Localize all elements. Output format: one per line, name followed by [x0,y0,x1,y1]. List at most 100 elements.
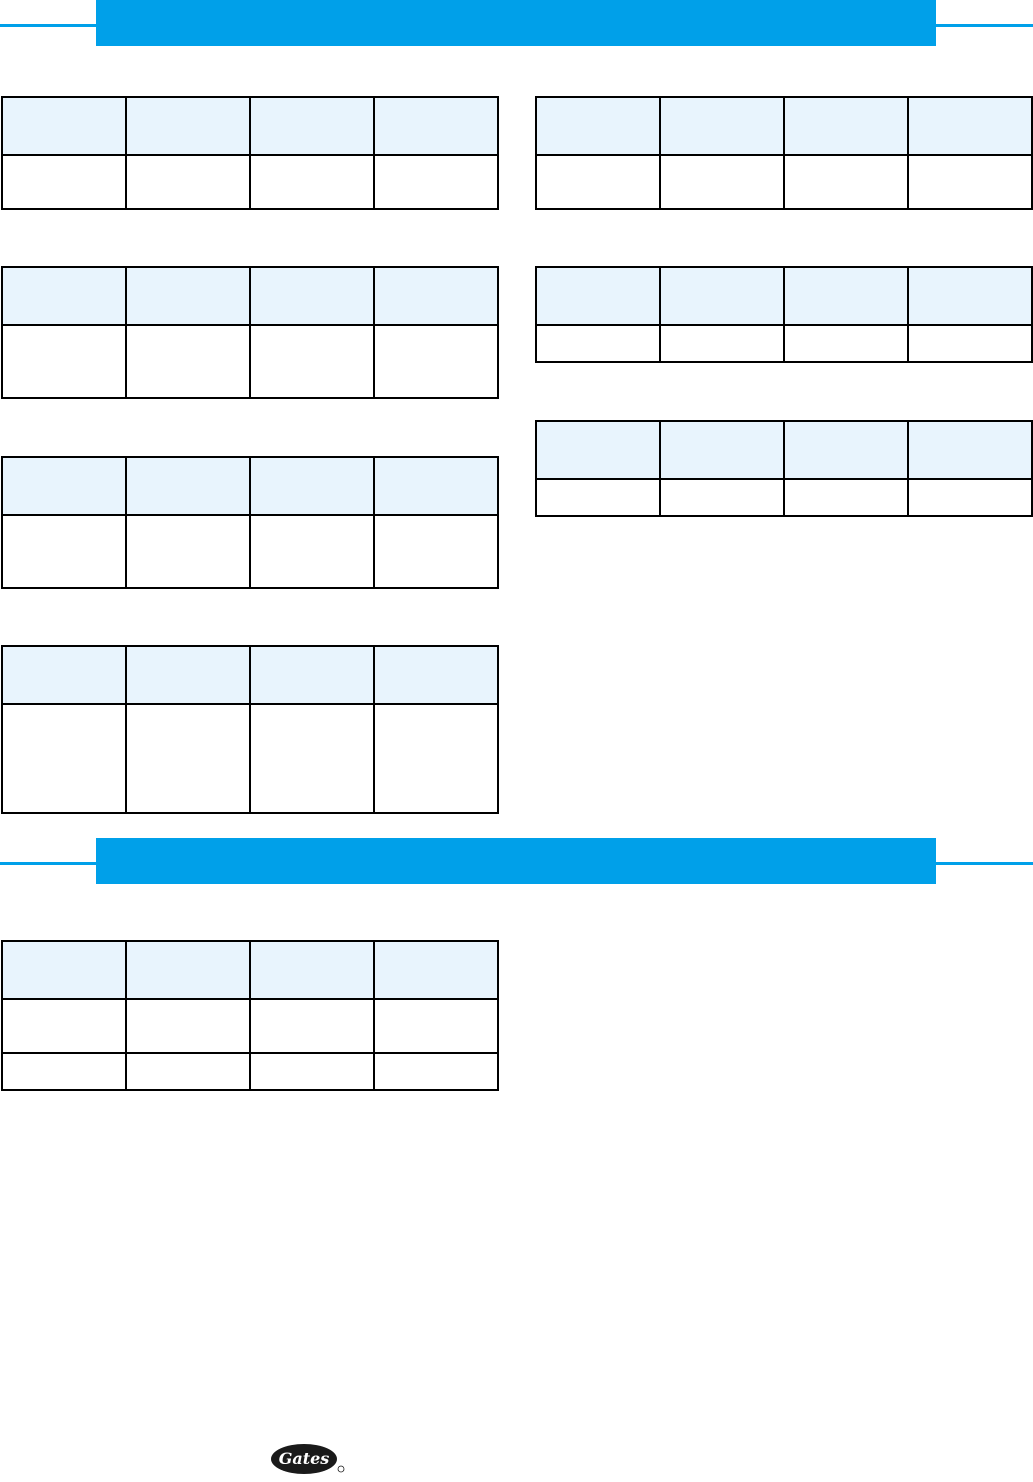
table-cell [783,324,909,363]
table-cell [535,154,661,210]
header-cell [1,266,127,326]
table-cell [783,478,909,517]
header-cell [907,266,1033,326]
table-header-row [1,940,499,1000]
header-cell [659,420,785,480]
section-band [96,838,936,884]
table-cell [125,1052,251,1091]
header-cell [249,456,375,516]
table-cell [249,154,375,210]
header-cell [659,266,785,326]
table-cell [1,514,127,589]
table-header-row [1,266,499,326]
table-cell [659,324,785,363]
table-cell [373,1052,499,1091]
section-header-top [0,0,1033,46]
table-cell [1,324,127,399]
spec-table-7 [1,645,499,814]
header-cell [373,940,499,1000]
table-cell [1,703,127,814]
table-cell [373,703,499,814]
spec-table-3 [1,266,499,399]
table-cell [249,1052,375,1091]
table-cell [125,154,251,210]
table-header-row [1,96,499,156]
header-cell [907,96,1033,156]
header-cell [125,456,251,516]
spec-table-6 [535,420,1033,517]
header-cell [373,96,499,156]
table-cell [907,324,1033,363]
section-band [96,0,936,46]
spec-table-8 [1,940,499,1091]
header-cell [535,96,661,156]
table-header-row [535,266,1033,326]
table-cell [125,324,251,399]
table-cell [373,154,499,210]
table-row [535,478,1033,517]
table-cell [125,998,251,1054]
header-cell [373,266,499,326]
table-cell [373,998,499,1054]
table-cell [1,154,127,210]
table-cell [907,478,1033,517]
header-cell [783,420,909,480]
header-cell [1,96,127,156]
header-cell [373,456,499,516]
table-row [535,154,1033,210]
header-cell [535,420,661,480]
table-row [1,703,499,814]
table-row [1,514,499,589]
header-cell [1,940,127,1000]
table-row [1,154,499,210]
header-cell [125,96,251,156]
table-header-row [1,456,499,516]
table-header-row [1,645,499,705]
header-cell [125,940,251,1000]
section-header-bottom [0,838,1033,884]
header-cell [1,456,127,516]
logo-text: Gates [279,1449,330,1468]
table-cell [125,514,251,589]
header-cell [249,940,375,1000]
table-cell [249,324,375,399]
gates-logo: Gates [270,1442,346,1476]
table-cell [373,514,499,589]
table-cell [659,478,785,517]
table-row [1,1052,499,1091]
header-cell [373,645,499,705]
table-header-row [535,420,1033,480]
table-row [1,324,499,399]
gates-logo-icon: Gates [271,1444,345,1474]
table-row [1,998,499,1054]
table-cell [907,154,1033,210]
table-cell [1,1052,127,1091]
header-cell [783,266,909,326]
table-cell [659,154,785,210]
spec-table-5 [1,456,499,589]
header-cell [249,266,375,326]
header-cell [249,645,375,705]
table-cell [249,998,375,1054]
table-cell [1,998,127,1054]
table-cell [783,154,909,210]
header-cell [249,96,375,156]
spec-table-2 [535,96,1033,210]
table-cell [373,324,499,399]
table-row [535,324,1033,363]
header-cell [783,96,909,156]
header-cell [659,96,785,156]
header-cell [125,266,251,326]
spec-table-1 [1,96,499,210]
table-cell [535,478,661,517]
table-cell [535,324,661,363]
header-cell [1,645,127,705]
table-cell [249,514,375,589]
header-cell [907,420,1033,480]
table-cell [125,703,251,814]
table-header-row [535,96,1033,156]
spec-table-4 [535,266,1033,363]
header-cell [125,645,251,705]
header-cell [535,266,661,326]
table-cell [249,703,375,814]
